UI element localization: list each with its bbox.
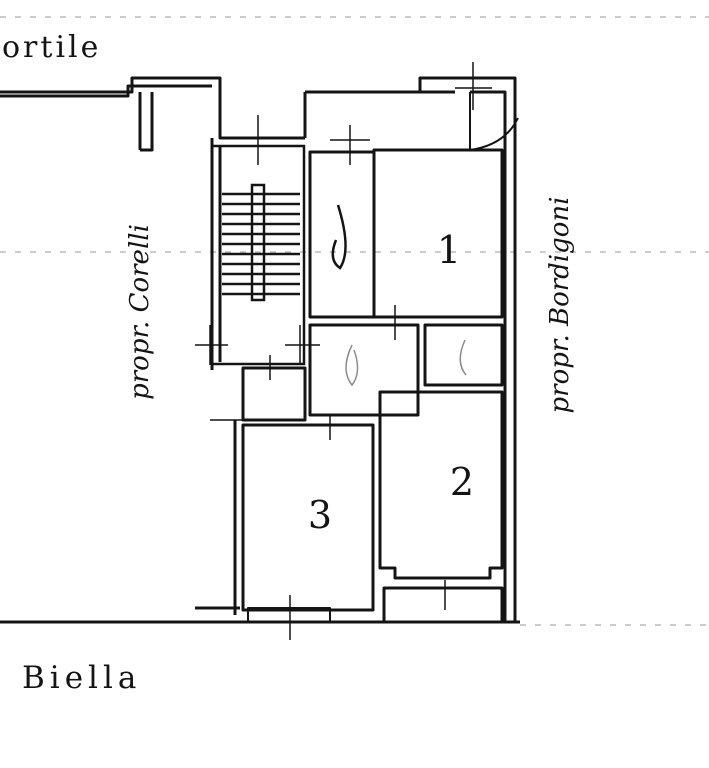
outer-walls [0,76,520,624]
balcony [382,586,504,624]
street-label-top: ortile [2,30,102,65]
stair-core [250,183,266,302]
neighbour-nook [138,92,154,152]
room-number-1: 1 [436,228,462,272]
room-number-2: 2 [449,460,475,504]
courtyard-boundary-inner [0,84,212,98]
room-symbol-small-top [331,204,347,270]
room-3 [241,423,375,612]
window-sill [247,607,331,623]
grid-markers [195,62,492,640]
stair-well [210,144,306,366]
door-swing [469,92,519,151]
neighbour-label-right: propr. Bordigoni [545,196,575,414]
room-symbol-bath [459,339,467,376]
room-symbols [331,204,467,387]
interior-walls [241,92,519,624]
neighbour-label-left: propr. Corelli [125,224,155,400]
room-small-top [308,150,376,319]
room-corridor [308,323,420,417]
room-symbol-corridor [345,344,359,387]
street-label-bottom: Biella [22,660,142,696]
room-2 [378,390,504,580]
entry-box [241,366,307,422]
top-right-block-inner [303,90,507,150]
courtyard-boundary [0,76,305,140]
dashed-guide-lines [0,16,709,626]
room-1 [372,148,504,319]
room-bath [423,323,504,387]
room-number-3: 3 [307,493,333,537]
top-right-block [305,76,517,622]
